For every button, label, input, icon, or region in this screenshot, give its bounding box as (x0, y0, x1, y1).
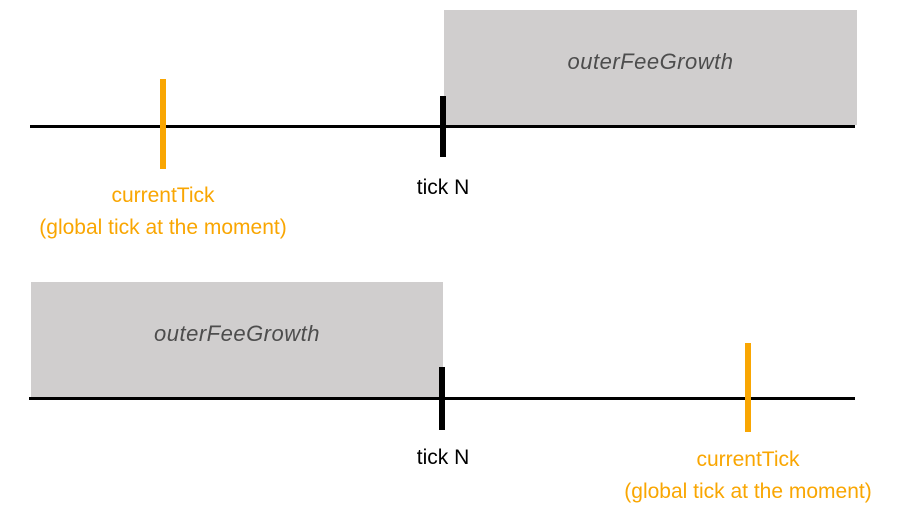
current-tick-marker-bottom (745, 343, 751, 432)
current-tick-subtitle-bottom: (global tick at the moment) (624, 480, 872, 503)
outer-fee-growth-label-bottom: outerFeeGrowth (154, 320, 320, 346)
current-tick-label-top: currentTick (global tick at the moment) (39, 180, 286, 244)
outer-fee-growth-box-top: outerFeeGrowth (444, 10, 857, 125)
tick-n-label-bottom: tick N (416, 446, 470, 469)
outer-fee-growth-label-top: outerFeeGrowth (567, 48, 734, 74)
current-tick-title-bottom: currentTick (696, 448, 800, 471)
current-tick-marker-top (160, 79, 166, 169)
current-tick-label-bottom: currentTick (global tick at the moment) (624, 444, 871, 508)
current-tick-title-top: currentTick (111, 184, 215, 207)
tick-n-marker-bottom (439, 367, 445, 430)
tick-n-label-top: tick N (416, 176, 470, 199)
current-tick-subtitle-top: (global tick at the moment) (39, 216, 287, 239)
outer-fee-growth-box-bottom: outerFeeGrowth (31, 282, 443, 397)
tick-n-marker-top (440, 96, 446, 157)
